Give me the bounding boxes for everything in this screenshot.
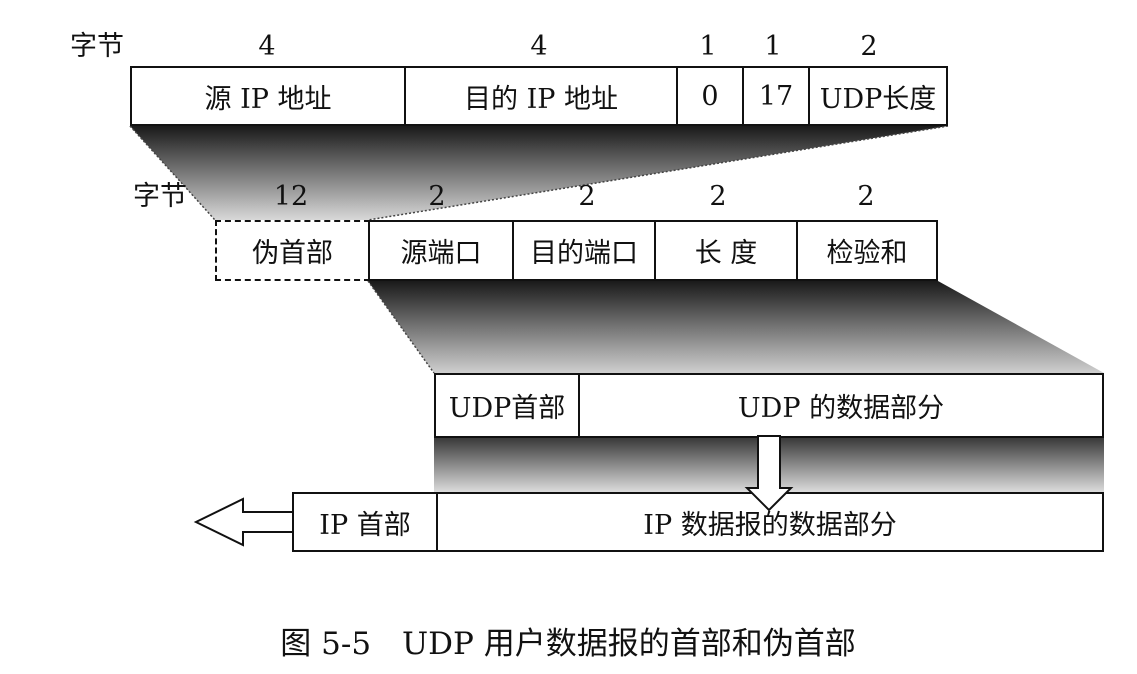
byte-count-udp-length: 2 — [860, 31, 878, 62]
field-length: 长 度 — [654, 222, 796, 279]
ip-data-segment: IP 数据报的数据部分 — [436, 494, 1102, 550]
field-destination-ip: 目的 IP 地址 — [404, 68, 676, 124]
byte-count-zero: 1 — [699, 31, 717, 62]
byte-count-src-port: 2 — [428, 181, 446, 212]
byte-count-src-ip: 4 — [258, 31, 276, 62]
byte-count-length: 2 — [709, 181, 727, 212]
field-protocol: 17 — [742, 68, 808, 124]
field-udp-length: UDP长度 — [808, 68, 946, 124]
byte-count-pseudo: 12 — [273, 181, 309, 212]
pseudo-header-box: 伪首部 — [215, 220, 370, 281]
field-source-port: 源端口 — [400, 238, 482, 269]
udp-data-segment: UDP 的数据部分 — [578, 375, 1102, 436]
ip-header-segment: IP 首部 — [319, 509, 411, 541]
field-destination-port: 目的端口 — [512, 222, 654, 279]
udp-datagram-box: UDP首部 UDP 的数据部分 — [434, 373, 1104, 438]
shade-pseudo-to-header — [130, 126, 948, 220]
pseudo-header-fields-box: 源 IP 地址 目的 IP 地址 0 17 UDP长度 — [130, 66, 948, 126]
projection-line-left — [129, 125, 216, 221]
field-checksum: 检验和 — [796, 222, 936, 279]
shade-header-to-udp — [368, 281, 1104, 373]
byte-count-dst-port: 2 — [578, 181, 596, 212]
field-source-ip: 源 IP 地址 — [204, 83, 332, 115]
byte-label-row1: 字节 — [70, 31, 124, 62]
udp-header-segment: UDP首部 — [448, 393, 566, 424]
field-zero: 0 — [676, 68, 742, 124]
ip-datagram-box: IP 首部 IP 数据报的数据部分 — [292, 492, 1104, 552]
byte-count-dst-ip: 4 — [530, 31, 548, 62]
udp-header-fields-box: 源端口 目的端口 长 度 检验和 — [368, 220, 938, 281]
shade-udp-to-ip — [434, 438, 1104, 492]
figure-caption: 图 5-5 UDP 用户数据报的首部和伪首部 — [280, 626, 856, 662]
byte-label-row2: 字节 — [133, 181, 187, 212]
byte-count-checksum: 2 — [857, 181, 875, 212]
projection-line-left-2 — [367, 280, 435, 374]
byte-count-protocol: 1 — [764, 31, 782, 62]
projection-line-right — [367, 125, 949, 221]
